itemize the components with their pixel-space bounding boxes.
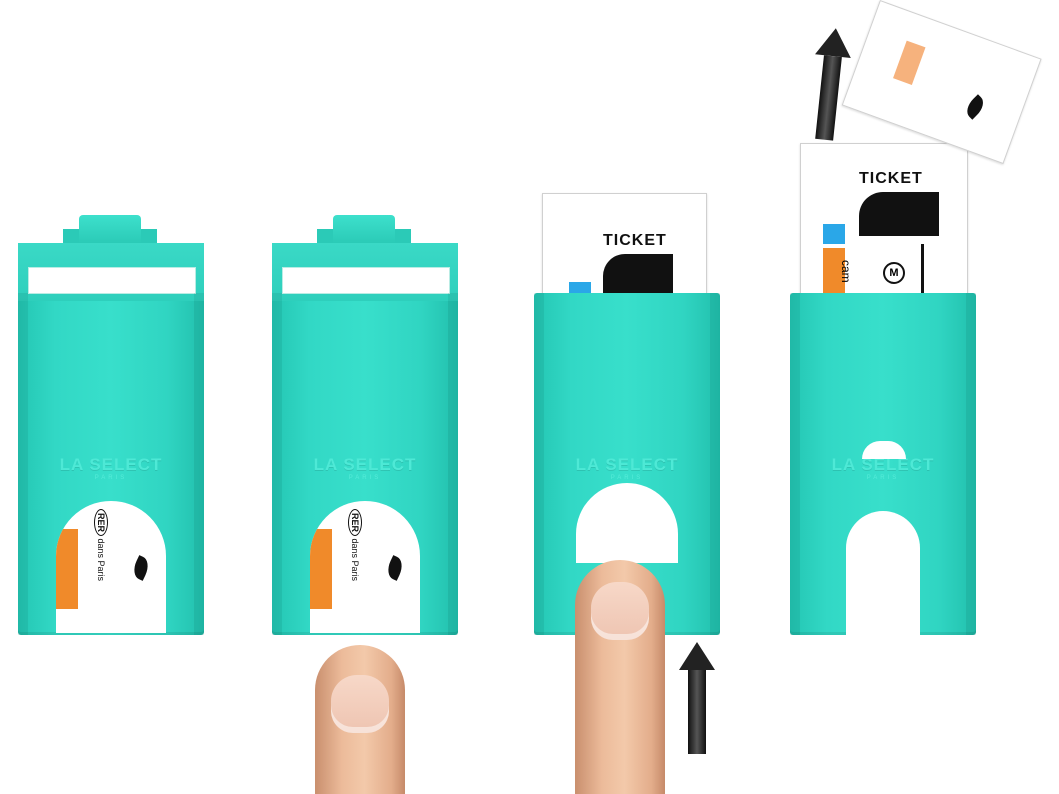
ticket-slot: [282, 267, 450, 294]
rer-label: RER dans Paris: [350, 509, 360, 581]
card-holder-step-4: LA SELECT PARIS: [790, 243, 976, 635]
card-holder-step-1: LA SELECT PARIS RER dans Paris: [18, 243, 204, 635]
brand-sub: PARIS: [790, 475, 976, 481]
up-arrow-icon: [679, 642, 715, 754]
leaf-icon: [962, 94, 987, 119]
arrow-shaft: [688, 670, 706, 754]
leaf-icon: [384, 555, 406, 581]
stif-blue-icon: [823, 224, 845, 244]
rer-label: RER dans Paris: [96, 509, 106, 581]
brand-sub: PARIS: [18, 475, 204, 481]
ticket-window: RER dans Paris: [310, 501, 420, 633]
card-holder-step-2: LA SELECT PARIS RER dans Paris: [272, 243, 458, 635]
arrow-head: [679, 642, 715, 670]
rer-badge: RER: [94, 509, 108, 536]
arrow-head: [815, 26, 854, 58]
ticket-title: TICKET: [859, 170, 923, 188]
stif-orange-icon: [893, 41, 925, 85]
rer-text: dans Paris: [96, 539, 106, 582]
brand-sub: PARIS: [272, 475, 458, 481]
ejected-ticket: [842, 0, 1042, 164]
rer-text: dans Paris: [350, 539, 360, 582]
finger-step-2: [315, 645, 405, 794]
ticket-window: RER dans Paris: [56, 501, 166, 633]
fingernail: [331, 675, 389, 733]
fingernail: [591, 582, 649, 640]
brand-sub: PARIS: [534, 475, 720, 481]
arrow-shaft: [815, 55, 842, 140]
ticket-slot: [28, 267, 196, 294]
brand-logo: LA SELECT: [272, 455, 458, 475]
stif-orange-strip: [310, 529, 332, 609]
finger-step-3: [575, 560, 665, 794]
brand-logo: LA SELECT: [18, 455, 204, 475]
brand-logo: LA SELECT: [534, 455, 720, 475]
holder-cutout-arch: [846, 511, 920, 635]
stif-orange-strip: [56, 529, 78, 609]
rer-badge: RER: [348, 509, 362, 536]
ticket-plus-logo: [859, 192, 939, 236]
leaf-icon: [130, 555, 152, 581]
up-arrow-icon: [806, 26, 854, 141]
